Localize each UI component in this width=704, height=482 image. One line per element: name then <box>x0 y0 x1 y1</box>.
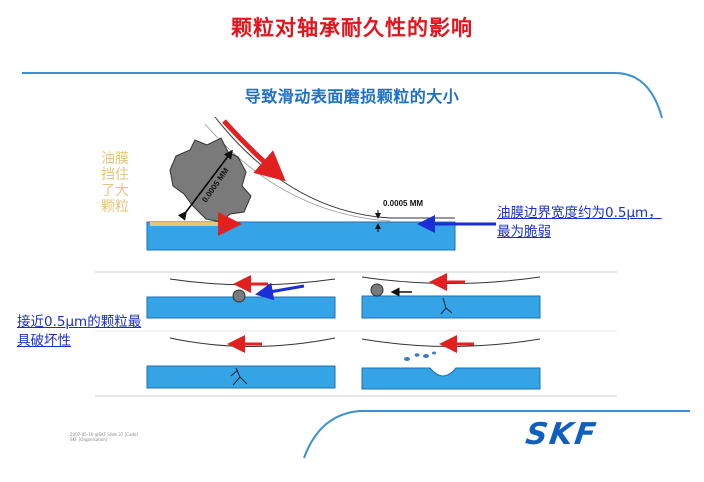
header-swoosh-line <box>22 72 663 119</box>
oil-film-side-label: 油膜 挡住 了大 颗粒 <box>91 151 139 215</box>
footer-meta: 2007-05-16 @SKF Slide 37 [Code] SKF [Org… <box>70 432 138 442</box>
side-label-line: 颗粒 <box>101 199 129 215</box>
panel1-particle <box>232 289 246 303</box>
panel2-crack <box>440 297 453 315</box>
particle-dimension-arrow <box>177 149 233 221</box>
panel3-raceway-curve <box>169 337 336 347</box>
side-label-line: 油膜 <box>101 151 129 167</box>
panel3-crack <box>230 367 248 386</box>
panel3-surface <box>146 365 336 389</box>
panel4-debris-fragments <box>404 351 436 361</box>
panel1-blue-arrow <box>255 282 305 301</box>
film-dimension-label: 0.0005 MM <box>383 199 423 208</box>
rolling-direction-red-arrow <box>222 119 286 182</box>
skf-logo: SKF <box>523 417 600 452</box>
panel4-surface <box>361 367 541 390</box>
particle-size-note-link[interactable]: 接近0.5μm的颗粒最具破坏性 <box>17 314 142 349</box>
slide-subtitle: 导致滑动表面磨损颗粒的大小 <box>244 87 460 106</box>
side-label-line: 了大 <box>101 183 129 199</box>
slide-title: 颗粒对轴承耐久性的影响 <box>231 16 473 40</box>
footer-line: SKF [Organisation] <box>70 437 108 442</box>
panel2-particle <box>370 283 384 297</box>
footer-line: 2007-05-16 @SKF Slide 37 [Code] <box>70 432 139 437</box>
top-surface-band <box>146 221 456 251</box>
film-boundary-note-link[interactable]: 油膜边界宽度约为0.5μm，最为脆弱 <box>497 205 662 240</box>
footer-swoosh-line <box>303 410 690 459</box>
panel2-surface <box>361 295 541 319</box>
side-label-line: 挡住 <box>101 167 129 183</box>
